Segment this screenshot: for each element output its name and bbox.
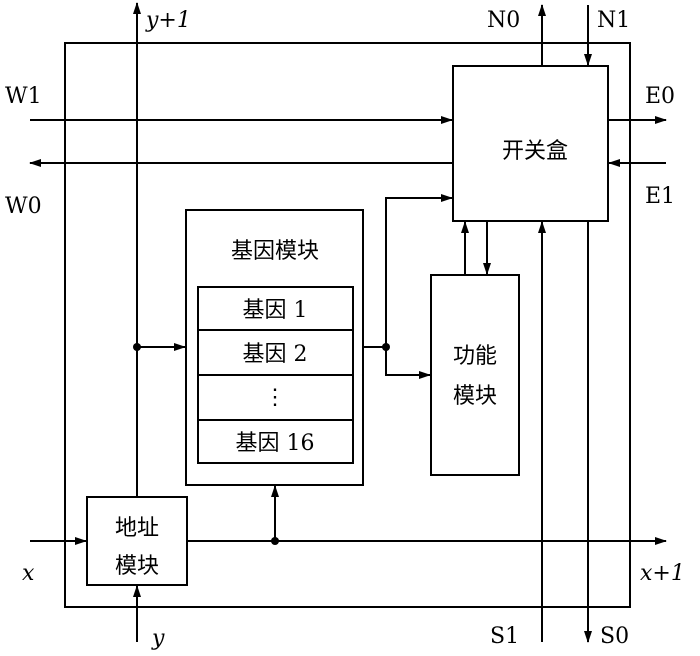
switch-box: 开关盒 [452,65,609,222]
gene-row: 基因 16 [236,431,315,456]
address-module-label: 地址 [115,516,159,541]
function-module-label: 模块 [453,384,497,409]
port-label-e0: E0 [645,84,675,109]
switch-box-label: 开关盒 [502,139,568,164]
port-label-x-out: x+1 [640,561,685,586]
address-module: 地址 模块 [86,496,188,586]
port-label-y-out: y+1 [145,8,191,33]
gene-row: 基因 1 [243,298,308,323]
gene-module-title: 基因模块 [231,239,319,264]
port-label-x-in: x [22,561,35,586]
address-module-label: 模块 [115,554,159,579]
port-label-w0: W0 [5,194,42,219]
function-module-label: 功能 [453,344,497,369]
port-label-s0: S0 [600,624,629,649]
port-label-n0: N0 [487,8,520,33]
function-module: 功能 模块 [430,274,520,476]
gene-row: 基因 2 [243,342,308,367]
port-label-n1: N1 [597,8,630,33]
outer-cell-border [64,42,631,608]
gene-module: 基因模块 基因 1 基因 2 ⋮ 基因 16 [185,209,364,486]
gene-row: ⋮ [264,385,286,410]
port-label-s1: S1 [490,624,519,649]
port-label-e1: E1 [645,184,675,209]
port-label-w1: W1 [5,84,42,109]
connections [29,2,667,643]
port-label-y-in: y [151,626,165,651]
